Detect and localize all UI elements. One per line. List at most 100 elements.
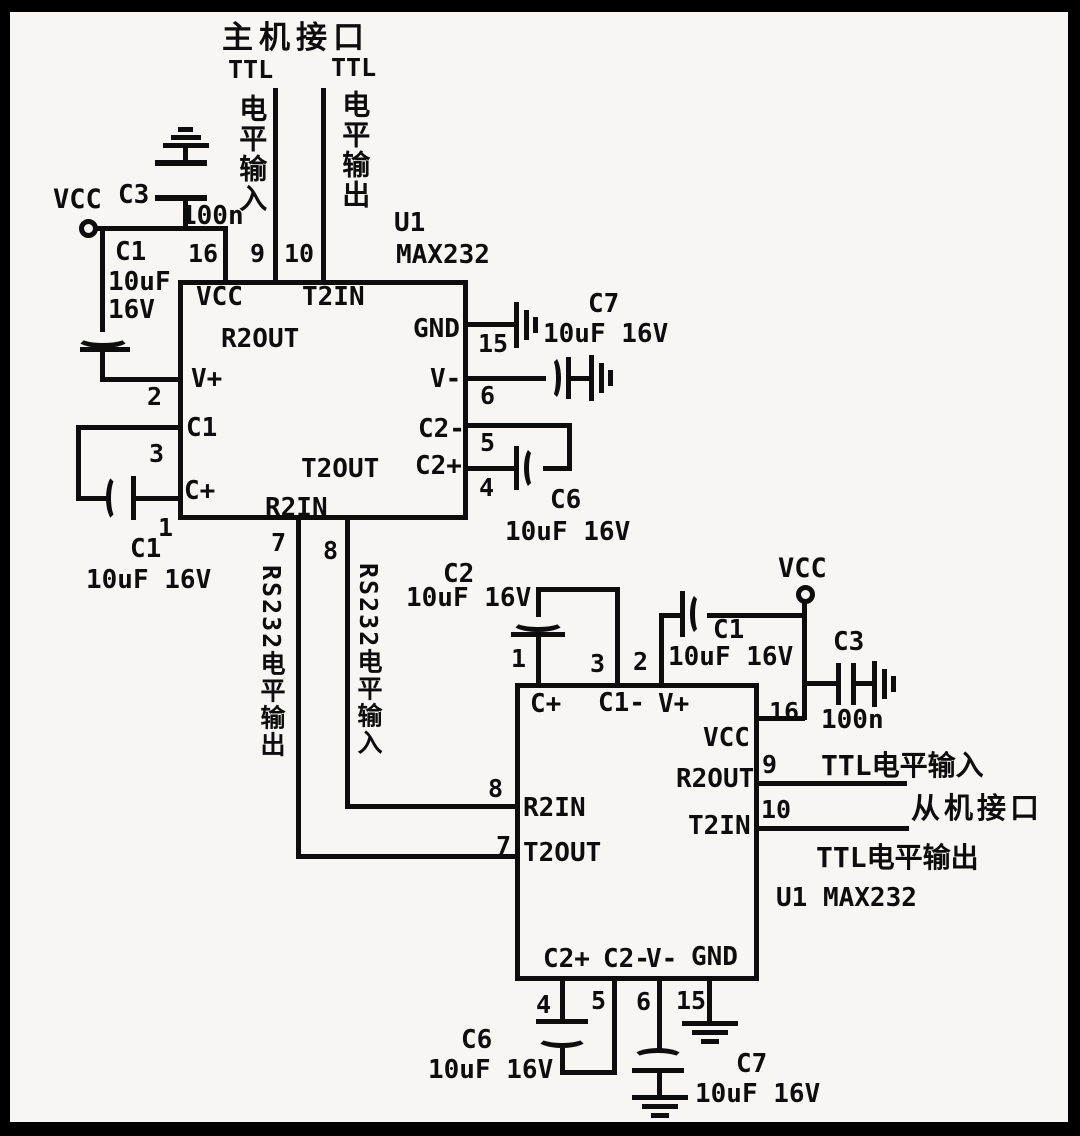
host-c3-value: 100n — [181, 201, 244, 231]
slave-pin4-low — [560, 1048, 565, 1075]
host-pin6-num: 6 — [480, 381, 496, 410]
slave-c6-value: 10uF 16V — [428, 1055, 554, 1085]
slave-c2-loop-top — [536, 587, 620, 592]
slave-c2-value: 10uF 16V — [406, 583, 532, 613]
host-vcc-label: VCC — [53, 184, 102, 215]
ttl-level-input-label: TTL电平输入 — [821, 749, 984, 782]
host-pin-r2out: R2OUT — [221, 324, 300, 354]
slave-gnd6-bar1 — [632, 1095, 688, 1100]
host-c6-value: 10uF 16V — [505, 517, 631, 547]
host-c3-stem-low — [183, 201, 188, 228]
slave-pin3-num: 3 — [590, 649, 606, 678]
rs232-in-label: RS232电平输入 — [354, 563, 383, 757]
slave-c1-curve — [690, 592, 708, 636]
slave-vcc-label: VCC — [778, 553, 827, 584]
slave-c3-plate-b — [851, 663, 856, 705]
host-pin10-wire — [321, 88, 326, 282]
slave-c2-plate — [511, 632, 565, 637]
slave-c3-branch — [805, 681, 838, 686]
host-pin2-wire — [100, 377, 180, 382]
host-pin5-num: 5 — [480, 428, 496, 457]
host-level-input-label: 电平输入 — [235, 94, 269, 214]
host-pin4-stub — [468, 466, 514, 471]
host-c1b-plate — [131, 476, 136, 520]
slave-pin1-num: 1 — [511, 644, 527, 673]
slave-pin6-low — [657, 1073, 662, 1097]
host-c6-loop-vert — [567, 423, 572, 471]
slave-pin6-vert — [657, 981, 662, 1051]
slave-pin6-num: 6 — [636, 987, 652, 1016]
host-pin9-wire — [273, 88, 278, 282]
slave-pin4-vert — [560, 981, 565, 1021]
slave-c2-curve — [511, 612, 565, 632]
slave-pin9-stub — [759, 781, 907, 786]
slave-pin15-vert — [707, 981, 712, 1021]
host-c1a-value2: 16V — [108, 295, 155, 325]
host-pin6-stub — [468, 376, 546, 381]
host-pin4-num: 4 — [479, 473, 495, 502]
host-pin7-vert — [296, 520, 301, 859]
slave-c6-loop-bot — [560, 1070, 617, 1075]
slave-c7-plate — [632, 1068, 684, 1073]
host-c6-plate — [514, 446, 519, 490]
slave-max232-body — [515, 683, 759, 981]
slave-pin2-horiz — [659, 613, 682, 618]
host-c1a-vert-up — [100, 226, 105, 332]
slave-pin9-num: 9 — [762, 750, 778, 779]
slave-interface-title: 从机接口 — [911, 791, 1044, 825]
slave-pin-cplus: C+ — [530, 689, 562, 719]
slave-gndc3-bar3 — [891, 676, 896, 692]
slave-pin-r2in: R2IN — [523, 793, 586, 823]
slave-pin-t2in: T2IN — [688, 811, 751, 841]
host-pin5-stub — [468, 423, 572, 428]
host-gnd6-bar1 — [589, 355, 594, 401]
host-pin8-vert — [345, 520, 350, 809]
slave-vcc-vert — [802, 601, 807, 720]
slave-pin-vcc: VCC — [703, 723, 750, 753]
slave-c3-value: 100n — [821, 705, 884, 735]
host-vcc-rail — [95, 226, 228, 231]
slave-pin-gnd: GND — [691, 942, 738, 972]
host-pin16-num: 16 — [188, 239, 219, 268]
slave-c6-ref: C6 — [461, 1025, 493, 1055]
host-pin-t2in: T2IN — [302, 282, 365, 312]
slave-pin-r2out: R2OUT — [676, 764, 755, 794]
slave-c2-ref: C2 — [443, 559, 475, 589]
host-pin10-num: 10 — [284, 239, 315, 268]
host-c7-ref: C7 — [588, 289, 620, 319]
host-c1b-value: 10uF 16V — [86, 565, 212, 595]
slave-pin4-num: 4 — [536, 990, 552, 1019]
host-c3-ref: C3 — [118, 180, 150, 210]
slave-pin1-low — [536, 637, 541, 685]
host-gnd15-bar2 — [524, 310, 529, 340]
host-pin15-num: 15 — [478, 329, 509, 358]
host-c1a-curve — [76, 328, 130, 348]
host-c3-gnd-bar2 — [171, 135, 201, 140]
host-c7-curve — [543, 355, 561, 401]
slave-c1-plate — [680, 591, 685, 637]
host-c3-stem-up — [183, 148, 188, 162]
slave-c3-ref: C3 — [833, 627, 865, 657]
slave-gndc3-bar2 — [882, 669, 887, 699]
host-pin-vminus: V- — [430, 364, 462, 394]
host-pin15-stub — [468, 322, 516, 327]
host-pin-r2in: R2IN — [265, 493, 328, 523]
host-pin8-num: 8 — [323, 536, 339, 565]
slave-gnd15-bar3 — [701, 1039, 719, 1044]
host-pin-gnd: GND — [413, 314, 460, 344]
host-pin3-num: 3 — [149, 439, 165, 468]
host-c1a-ref: C1 — [115, 237, 147, 267]
host-pin-c2minus: C2- — [418, 414, 465, 444]
host-pin-vplus: V+ — [191, 364, 223, 394]
slave-pin-t2out: T2OUT — [523, 838, 602, 868]
host-chip-part: MAX232 — [396, 240, 490, 270]
slave-gnd15-bar1 — [682, 1021, 738, 1026]
slave-pin-vminus: V- — [646, 944, 678, 974]
host-pin2-num: 2 — [147, 382, 163, 411]
host-pin-cplus: C+ — [184, 476, 216, 506]
host-loop-left — [76, 425, 81, 501]
slave-gndc3-bar1 — [872, 661, 877, 707]
slave-pin-vplus: V+ — [658, 689, 690, 719]
